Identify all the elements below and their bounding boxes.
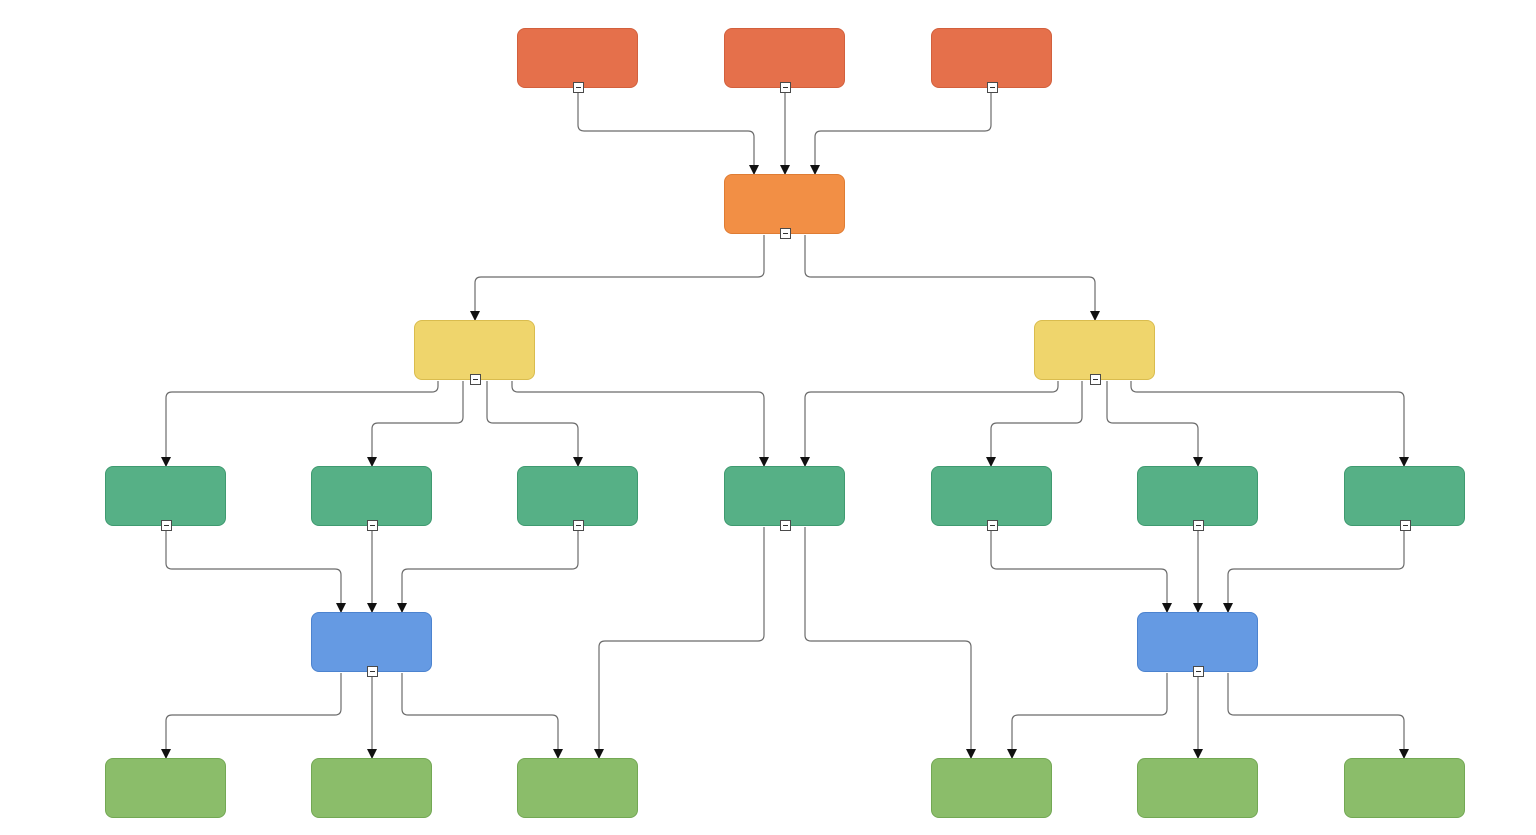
- collapse-minus-square-icon[interactable]: [470, 374, 481, 385]
- collapse-minus-square-icon[interactable]: [367, 666, 378, 677]
- node-y2[interactable]: [1034, 320, 1155, 385]
- node-t5[interactable]: [931, 466, 1052, 531]
- node-y1[interactable]: [414, 320, 535, 385]
- collapse-minus-square-icon[interactable]: [573, 520, 584, 531]
- connector-y2-to-t6: [1106, 381, 1203, 467]
- collapse-minus-square-icon[interactable]: [1193, 520, 1204, 531]
- node-r2[interactable]: [724, 28, 845, 93]
- node-r3[interactable]: [931, 28, 1052, 93]
- node-g1[interactable]: [105, 758, 226, 818]
- connector-y1-to-t3: [486, 381, 583, 467]
- node-t1[interactable]: [105, 466, 226, 531]
- node-o1[interactable]: [724, 174, 845, 239]
- collapse-minus-square-icon[interactable]: [1090, 374, 1101, 385]
- connector-r1-to-o1: [577, 89, 759, 175]
- connector-b1-to-g1: [161, 673, 342, 759]
- connector-r3-to-o1: [810, 89, 992, 175]
- connector-o1-to-y1: [470, 235, 765, 321]
- connector-b2-to-g6: [1227, 673, 1409, 759]
- collapse-minus-square-icon[interactable]: [1400, 520, 1411, 531]
- node-g4[interactable]: [931, 758, 1052, 818]
- connector-t4-to-g4: [804, 527, 976, 759]
- connector-y1-to-t1: [161, 381, 439, 467]
- connector-t4-to-g3: [594, 527, 765, 759]
- collapse-minus-square-icon[interactable]: [780, 228, 791, 239]
- connector-y1-to-t4: [511, 381, 769, 467]
- connector-b1-to-g3: [401, 673, 563, 759]
- connector-y2-to-t5: [986, 381, 1083, 467]
- node-b2[interactable]: [1137, 612, 1258, 677]
- collapse-minus-square-icon[interactable]: [161, 520, 172, 531]
- connector-b2-to-g4: [1007, 673, 1168, 759]
- node-r1[interactable]: [517, 28, 638, 93]
- connector-t7-to-b2: [1223, 527, 1405, 613]
- node-t4[interactable]: [724, 466, 845, 531]
- collapse-minus-square-icon[interactable]: [987, 82, 998, 93]
- collapse-minus-square-icon[interactable]: [780, 82, 791, 93]
- connector-y1-to-t2: [367, 381, 464, 467]
- connector-y2-to-t4: [800, 381, 1059, 467]
- collapse-minus-square-icon[interactable]: [573, 82, 584, 93]
- connector-t1-to-b1: [165, 527, 346, 613]
- node-t7[interactable]: [1344, 466, 1465, 531]
- connector-y2-to-t7: [1130, 381, 1409, 467]
- node-t2[interactable]: [311, 466, 432, 531]
- node-t6[interactable]: [1137, 466, 1258, 531]
- connector-o1-to-y2: [804, 235, 1100, 321]
- collapse-minus-square-icon[interactable]: [780, 520, 791, 531]
- connector-t3-to-b1: [397, 527, 579, 613]
- node-b1[interactable]: [311, 612, 432, 677]
- node-g3[interactable]: [517, 758, 638, 818]
- node-g5[interactable]: [1137, 758, 1258, 818]
- collapse-minus-square-icon[interactable]: [1193, 666, 1204, 677]
- node-g2[interactable]: [311, 758, 432, 818]
- node-g6[interactable]: [1344, 758, 1465, 818]
- connector-t5-to-b2: [990, 527, 1172, 613]
- collapse-minus-square-icon[interactable]: [987, 520, 998, 531]
- node-t3[interactable]: [517, 466, 638, 531]
- collapse-minus-square-icon[interactable]: [367, 520, 378, 531]
